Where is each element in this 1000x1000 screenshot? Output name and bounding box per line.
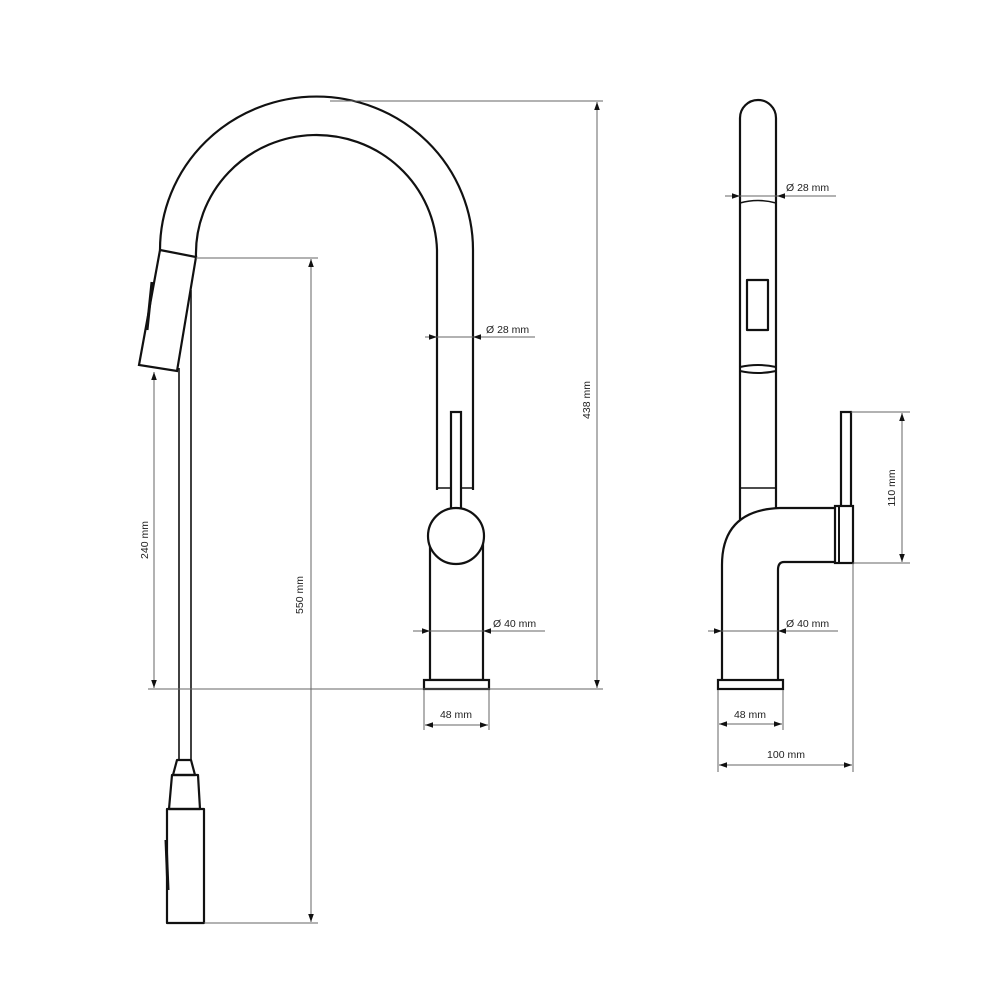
side-label-base-width: 48 mm	[734, 709, 766, 721]
side-band-top	[739, 199, 777, 204]
label-hose-length: 550 mm	[294, 576, 306, 614]
label-spout-diameter: Ø 28 mm	[486, 324, 529, 336]
label-body-diameter: Ø 40 mm	[493, 618, 536, 630]
side-label-lever-height: 110 mm	[886, 469, 898, 506]
hand-shower-neck	[167, 773, 202, 811]
side-cartridge-cap	[833, 504, 855, 565]
side-label-body-diameter: Ø 40 mm	[786, 618, 829, 630]
label-base-width: 48 mm	[440, 709, 472, 721]
side-elbow-body	[720, 506, 835, 680]
side-spray-window	[745, 278, 770, 332]
lever-handle	[449, 410, 463, 514]
side-ring	[739, 364, 777, 374]
side-label-spout-diameter: Ø 28 mm	[786, 182, 829, 194]
side-lever-handle	[839, 410, 853, 509]
spout-outer-arc	[158, 95, 475, 490]
hand-shower-body	[165, 807, 206, 925]
hand-shower-button	[164, 839, 170, 891]
side-base-plate	[716, 678, 785, 691]
label-outlet-height: 240 mm	[139, 521, 151, 559]
spray-button	[145, 281, 154, 331]
side-label-total-depth: 100 mm	[767, 749, 805, 761]
spout-inner-arc	[194, 133, 439, 490]
front-dimensions: 438 mm 550 mm 240 mm Ø 28 mm Ø 40 mm 48 …	[139, 100, 603, 924]
base-plate	[422, 678, 491, 691]
cartridge-cap	[426, 506, 486, 566]
side-dimensions: Ø 28 mm Ø 40 mm 110 mm 48 mm 100 mm	[708, 182, 910, 772]
side-view	[716, 98, 855, 691]
side-spout-tube	[738, 98, 778, 520]
hand-shower-connector	[171, 758, 197, 777]
label-total-height: 438 mm	[581, 381, 593, 419]
front-view	[137, 95, 491, 925]
